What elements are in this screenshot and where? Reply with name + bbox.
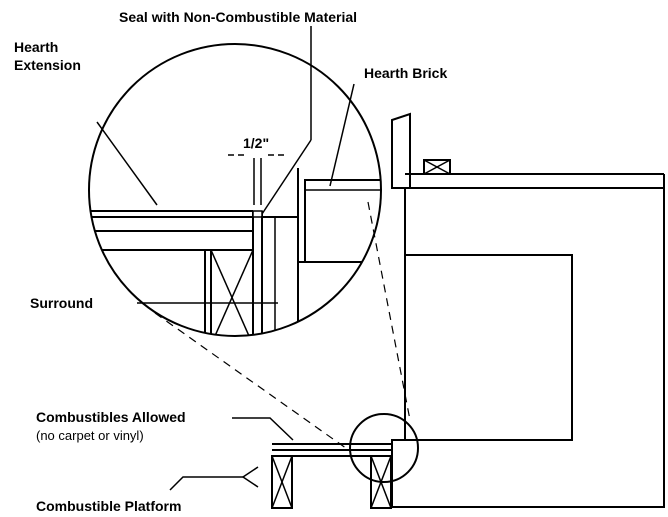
framing-x-2: [210, 249, 254, 336]
fireplace-firebox-outline: [405, 254, 573, 441]
leader-seal-2: [261, 139, 312, 215]
platform-joist-left: [271, 455, 293, 509]
fireplace-flange: [391, 112, 411, 189]
label-gap: 1/2": [243, 135, 269, 151]
label-seal: Seal with Non-Combustible Material: [119, 9, 357, 25]
platform-assembly: [271, 413, 419, 509]
surround-panel: [261, 216, 299, 336]
leader-platform: [169, 476, 243, 491]
platform-joist-left-x-2: [271, 455, 293, 509]
seal-fill: [252, 210, 263, 218]
fireplace-body: [391, 112, 665, 508]
leader-hearth-extension: [96, 121, 158, 206]
label-hearth-extension-2: Extension: [14, 57, 81, 73]
label-combustible-platform: Combustible Platform: [36, 498, 181, 514]
top-framing-x-2: [423, 159, 451, 175]
projection-line-left: [154, 312, 351, 452]
label-surround: Surround: [30, 295, 93, 311]
top-framing-block: [423, 159, 451, 175]
projection-line-right: [367, 201, 411, 421]
hearth-brick: [304, 179, 381, 263]
label-combustibles-allowed: Combustibles Allowed: [36, 409, 186, 425]
leader-combustibles: [232, 417, 294, 441]
label-hearth-brick: Hearth Brick: [364, 65, 447, 81]
detail-contents: [89, 168, 381, 336]
label-hearth-extension-1: Hearth: [14, 39, 58, 55]
leader-hearth-brick: [329, 83, 355, 187]
fireplace-outline: [391, 187, 665, 508]
leader-platform-arrow: [241, 466, 259, 488]
detail-source-circle: [349, 413, 419, 483]
detail-circle-group: [88, 43, 382, 337]
label-combustibles-note: (no carpet or vinyl): [36, 428, 144, 443]
